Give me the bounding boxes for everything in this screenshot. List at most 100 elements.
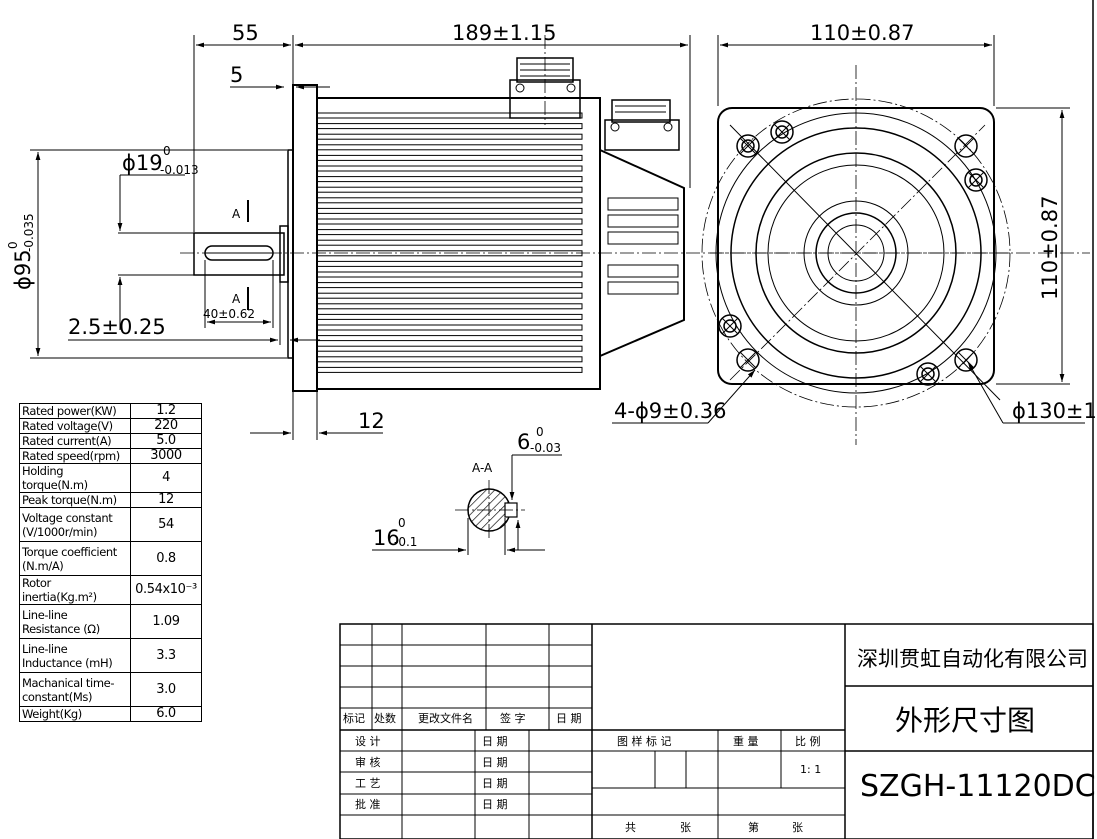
cooling-fin bbox=[316, 366, 583, 373]
dim-key-length: 40±0.62 bbox=[203, 307, 255, 321]
dim-shaft-length: 55 bbox=[232, 21, 259, 45]
role-approve: 批 准 bbox=[355, 797, 381, 811]
spec-value: 220 bbox=[130, 418, 202, 434]
spec-label: Weight(Kg) bbox=[19, 706, 131, 722]
spec-row: Line-line Inductance (mH)3.3 bbox=[19, 638, 202, 673]
mounting-hole bbox=[916, 362, 940, 386]
dim-key-height-lower: -0.1 bbox=[394, 535, 417, 549]
label-total: 共 bbox=[625, 821, 636, 834]
spec-row: Weight(Kg)6.0 bbox=[19, 706, 202, 722]
spec-row: Holding torque(N.m)4 bbox=[19, 463, 202, 493]
spec-value: 1.09 bbox=[130, 604, 202, 639]
role-review-date: 日 期 bbox=[482, 756, 508, 769]
spec-label: Holding torque(N.m) bbox=[19, 463, 131, 493]
label-weight: 重 量 bbox=[733, 734, 759, 748]
spec-value: 12 bbox=[130, 492, 202, 508]
cooling-fin bbox=[316, 197, 583, 204]
scale-value: 1: 1 bbox=[800, 763, 821, 776]
mounting-hole bbox=[954, 134, 978, 158]
spec-value: 3.3 bbox=[130, 638, 202, 673]
mounting-hole bbox=[736, 134, 760, 158]
encoder-fin bbox=[607, 231, 679, 245]
cooling-fin bbox=[316, 112, 583, 119]
role-process-date: 日 期 bbox=[482, 777, 508, 790]
mounting-hole bbox=[954, 348, 978, 372]
cooling-fin bbox=[316, 207, 583, 214]
spec-row: Rotor inertia(Kg.m²)0.54x10⁻³ bbox=[19, 575, 202, 605]
cooling-fin bbox=[316, 282, 583, 289]
encoder-fin bbox=[607, 281, 679, 295]
encoder-fin bbox=[607, 264, 679, 278]
spec-row: Voltage constant (V/1000r/min)54 bbox=[19, 507, 202, 542]
encoder-fin bbox=[607, 214, 679, 228]
role-approve-date: 日 期 bbox=[482, 798, 508, 811]
dim-shaft-dia-lower: -0.013 bbox=[160, 163, 199, 177]
rev-header-sign: 签 字 bbox=[500, 711, 526, 725]
cooling-fin bbox=[316, 356, 583, 363]
dim-flange-width: 110±0.87 bbox=[810, 21, 914, 45]
spec-row: Rated current(A)5.0 bbox=[19, 433, 202, 449]
spec-row: Machanical time-constant(Ms)3.0 bbox=[19, 672, 202, 707]
cooling-fin bbox=[316, 176, 583, 183]
rev-header-count: 处数 bbox=[374, 712, 396, 725]
dim-body-length: 189±1.15 bbox=[452, 21, 556, 45]
role-design: 设 计 bbox=[355, 735, 381, 748]
section-mark-top: A bbox=[232, 207, 241, 221]
spec-label: Torque coefficient (N.m/A) bbox=[19, 541, 131, 576]
dim-key-height: 16 bbox=[373, 526, 400, 550]
role-process: 工 艺 bbox=[355, 777, 381, 790]
dim-pilot-dia-lower: -0.035 bbox=[22, 213, 36, 252]
dim-key-width-lower: -0.03 bbox=[530, 441, 561, 455]
label-page: 第 bbox=[748, 820, 759, 834]
section-mark-bottom: A bbox=[232, 292, 241, 306]
dim-key-height-upper: 0 bbox=[398, 516, 406, 530]
rev-header-date: 日 期 bbox=[556, 712, 582, 725]
spec-label: Rotor inertia(Kg.m²) bbox=[19, 575, 131, 605]
spec-value: 3000 bbox=[130, 448, 202, 464]
cooling-fin bbox=[316, 271, 583, 278]
cooling-fin bbox=[316, 303, 583, 310]
role-design-date: 日 期 bbox=[482, 735, 508, 748]
cooling-fin bbox=[316, 165, 583, 172]
spec-row: Rated power(KW)1.2 bbox=[19, 403, 202, 419]
spec-value: 4 bbox=[130, 463, 202, 493]
spec-value: 1.2 bbox=[130, 403, 202, 419]
spec-row: Torque coefficient (N.m/A)0.8 bbox=[19, 541, 202, 576]
cooling-fin bbox=[316, 324, 583, 331]
label-sheets: 张 bbox=[680, 821, 691, 834]
cooling-fin bbox=[316, 229, 583, 236]
dim-flange-depth: 12 bbox=[358, 409, 385, 433]
dim-flange-height: 110±0.87 bbox=[1038, 196, 1062, 300]
mounting-hole bbox=[736, 348, 760, 372]
dim-holes: 4-ϕ9±0.36 bbox=[614, 399, 727, 423]
cooling-fin bbox=[316, 154, 583, 161]
label-drawing-mark: 图 样 标 记 bbox=[617, 734, 672, 748]
spec-value: 0.54x10⁻³ bbox=[130, 575, 202, 605]
encoder-fin bbox=[607, 197, 679, 211]
cooling-fin bbox=[316, 260, 583, 267]
rev-header-file: 更改文件名 bbox=[418, 711, 473, 725]
title-block: 标记 处数 更改文件名 签 字 日 期 设 计 日 期 审 核 日 期 工 艺 … bbox=[339, 623, 1096, 839]
dimension-lines: 55 189±1.15 5 ϕ19 0 -0.013 ϕ95 0 -0.035 … bbox=[6, 21, 1097, 440]
side-view bbox=[180, 35, 1090, 392]
dim-key-width-upper: 0 bbox=[536, 425, 544, 439]
section-view: A-A 6 0 -0.03 16 0 -0.1 bbox=[372, 425, 562, 555]
cooling-fin bbox=[316, 239, 583, 246]
dim-shaft-dia: ϕ19 bbox=[122, 151, 163, 175]
rev-header-mark: 标记 bbox=[343, 711, 365, 725]
spec-row: Line-line Resistance (Ω)1.09 bbox=[19, 604, 202, 639]
spec-label: Machanical time-constant(Ms) bbox=[19, 672, 131, 707]
spec-row: Rated voltage(V)220 bbox=[19, 418, 202, 434]
cooling-fin bbox=[316, 144, 583, 151]
label-scale: 比 例 bbox=[795, 734, 821, 748]
spec-label: Peak torque(N.m) bbox=[19, 492, 131, 508]
role-review: 审 核 bbox=[355, 755, 381, 769]
label-page-sheets: 张 bbox=[792, 821, 803, 834]
dim-pilot-dia: ϕ95 bbox=[11, 249, 35, 290]
cooling-fin bbox=[316, 292, 583, 299]
cooling-fin bbox=[316, 313, 583, 320]
drawing-title: 外形尺寸图 bbox=[895, 704, 1035, 737]
dim-pcd: ϕ130±1 bbox=[1012, 399, 1097, 423]
spec-row: Rated speed(rpm)3000 bbox=[19, 448, 202, 464]
